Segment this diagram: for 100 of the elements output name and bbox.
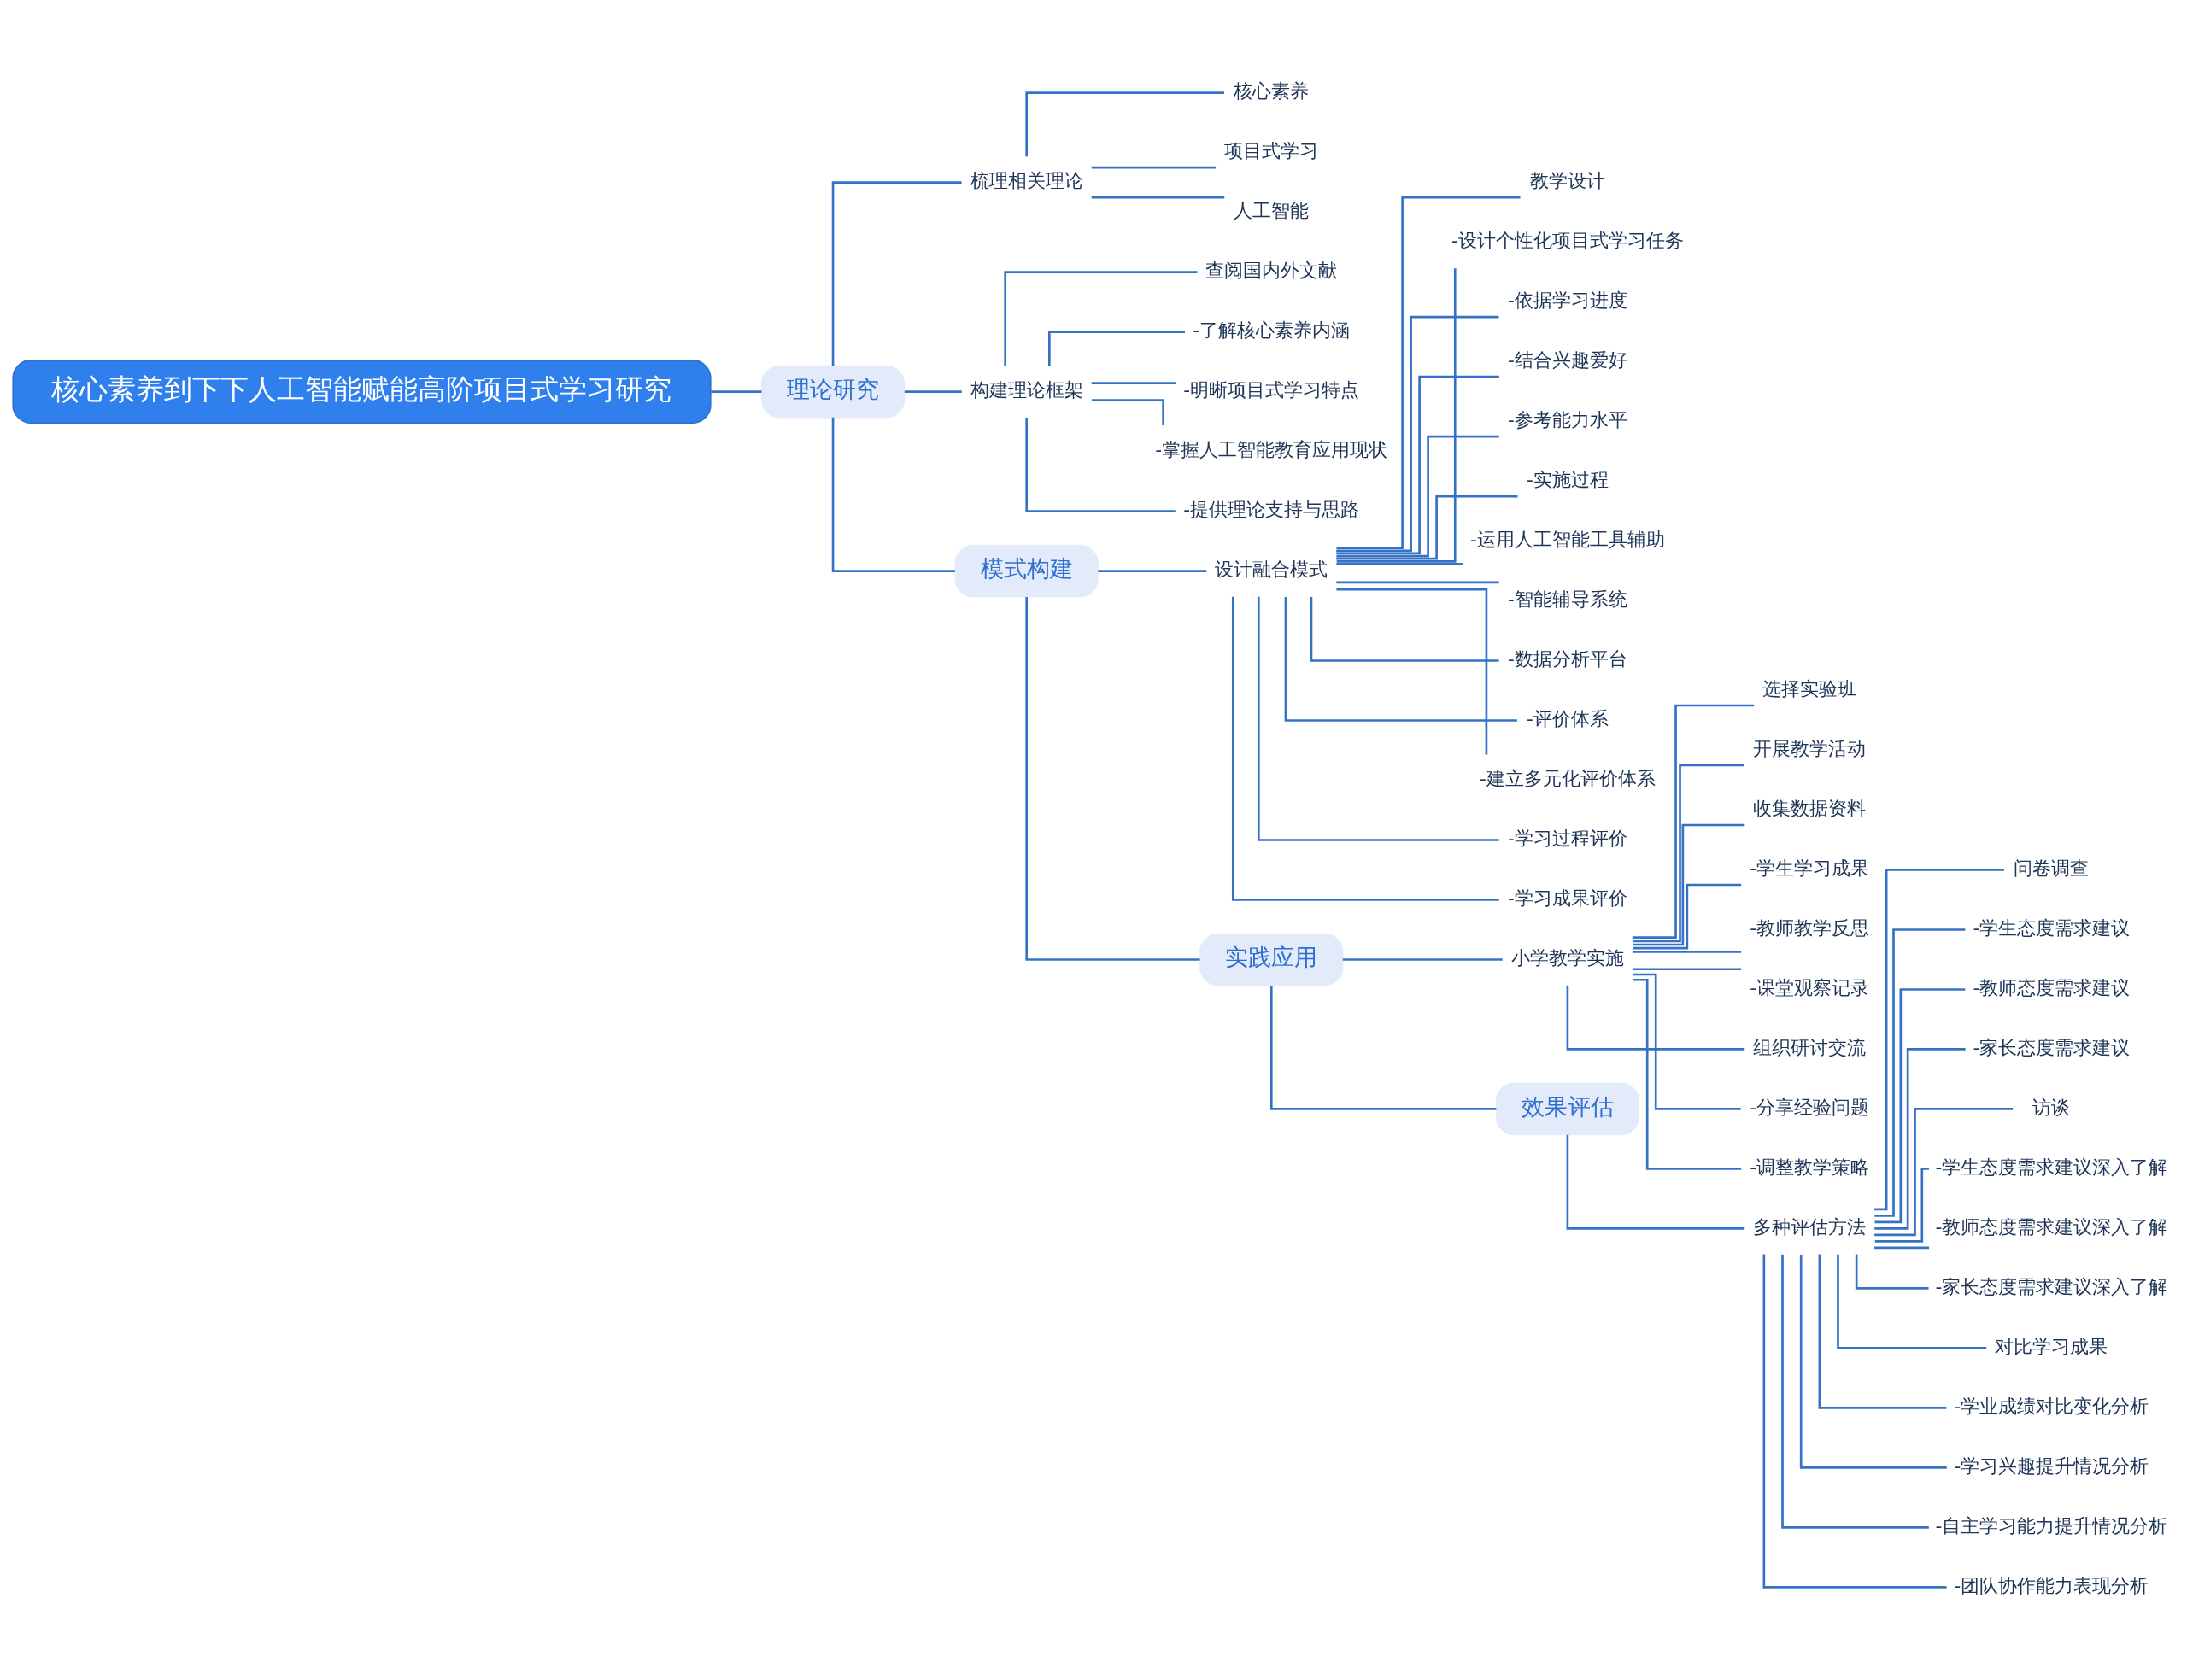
connector: [1874, 1048, 1966, 1230]
node-text: 人工智能: [1234, 200, 1310, 222]
connector: [1091, 196, 1225, 199]
node-text: 对比学习成果: [1995, 1336, 2108, 1358]
node-text: -参考能力水平: [1507, 409, 1627, 431]
node-text: -设计个性化项目式学习任务: [1451, 230, 1684, 252]
connector: [1284, 597, 1517, 722]
node-text: -运用人工智能工具辅助: [1469, 529, 1665, 551]
node-text: -学生态度需求建议: [1973, 917, 2131, 940]
connector: [1004, 271, 1198, 366]
node-text: -数据分析平台: [1507, 648, 1627, 670]
node-text: 教学设计: [1529, 170, 1605, 192]
node-text: -学生态度需求建议深入了解: [1935, 1156, 2168, 1179]
connector: [1874, 1108, 2014, 1237]
connector: [831, 181, 962, 366]
connector: [1025, 417, 1176, 512]
connector: [1874, 988, 1966, 1224]
connector: [1336, 196, 1521, 550]
node-text: -教师态度需求建议深入了解: [1935, 1216, 2168, 1238]
node-text: 梳理相关理论: [970, 170, 1083, 192]
node-text: -学生学习成果: [1750, 858, 1870, 880]
connector: [1632, 968, 1742, 971]
node-text: -了解核心素养内涵: [1193, 319, 1351, 342]
connector: [904, 390, 962, 393]
node-text: 开展教学活动: [1753, 738, 1867, 760]
connector: [1633, 978, 1742, 1170]
node-text: 设计融合模式: [1215, 559, 1328, 581]
connector: [1336, 563, 1463, 565]
node-text: -学习成果评价: [1507, 887, 1627, 910]
connector: [1048, 331, 1186, 366]
connector: [1257, 596, 1499, 841]
node-text: -自主学习能力提升情况分析: [1935, 1515, 2168, 1537]
node-text: -团队协作能力表现分析: [1954, 1575, 2149, 1597]
node-text: -教师教学反思: [1750, 917, 1870, 940]
connector: [1091, 166, 1217, 169]
connector: [1818, 1254, 1947, 1409]
connector: [1566, 1134, 1745, 1230]
connector: [1336, 435, 1499, 558]
node-text: -调整教学策略: [1750, 1156, 1870, 1179]
node-text: 组织研讨交流: [1753, 1037, 1867, 1059]
connector: [1336, 581, 1499, 584]
connector: [1799, 1254, 1947, 1469]
node-text: -学业成绩对比变化分析: [1954, 1396, 2149, 1418]
node-text: -智能辅导系统: [1507, 588, 1627, 611]
node-text: 多种评估方法: [1753, 1216, 1867, 1238]
node-text: 访谈: [2032, 1097, 2071, 1119]
node-text: -家长态度需求建议: [1973, 1037, 2131, 1059]
node-box: 实践应用: [1199, 933, 1344, 986]
connector: [1874, 928, 1966, 1217]
connector: [1025, 597, 1200, 961]
connector: [1633, 883, 1742, 950]
connector: [1632, 704, 1755, 939]
connector: [1269, 985, 1497, 1110]
connector: [1633, 823, 1745, 946]
node-text: 小学教学实施: [1510, 947, 1624, 969]
connector: [1091, 382, 1176, 384]
connector: [831, 417, 955, 572]
connector: [1336, 375, 1499, 555]
node-box: 模式构建: [954, 544, 1099, 598]
node-text: 问卷调查: [2014, 858, 2090, 880]
connector: [1091, 399, 1164, 425]
connector: [1342, 958, 1503, 961]
connector: [1025, 91, 1225, 157]
connector: [1336, 495, 1518, 560]
node-text: -家长态度需求建议深入了解: [1935, 1276, 2168, 1298]
node-text: 核心素养: [1234, 80, 1310, 102]
node-text: -明晰项目式学习特点: [1183, 379, 1360, 401]
connector: [1633, 973, 1741, 1110]
connector: [1098, 570, 1207, 572]
node-text: -建立多元化评价体系: [1479, 768, 1656, 790]
connector: [1874, 1168, 1929, 1243]
node-text: -掌握人工智能教育应用现状: [1155, 439, 1388, 461]
node-text: -学习过程评价: [1507, 828, 1627, 850]
connector: [1310, 596, 1499, 662]
node-text: -学习兴趣提升情况分析: [1954, 1455, 2149, 1478]
connector: [1762, 1254, 1947, 1589]
connector: [711, 390, 762, 393]
connector: [1837, 1254, 1987, 1349]
connector: [1566, 985, 1745, 1051]
node-box: 核心素养到下下人工智能赋能高阶项目式学习研究: [12, 360, 712, 424]
connector: [1874, 1246, 1930, 1250]
connector: [1231, 596, 1499, 901]
connector: [1855, 1254, 1929, 1290]
connector: [1336, 588, 1488, 755]
node-text: -依据学习进度: [1507, 290, 1627, 312]
node-text: -教师态度需求建议: [1973, 977, 2131, 999]
node-text: -结合兴趣爱好: [1507, 349, 1627, 372]
node-text: 收集数据资料: [1753, 798, 1867, 820]
connector: [1781, 1254, 1929, 1529]
connector: [1874, 869, 2005, 1211]
node-text: 项目式学习: [1224, 140, 1319, 162]
node-text: -课堂观察记录: [1750, 977, 1870, 999]
node-text: 查阅国内外文献: [1205, 260, 1338, 282]
node-text: 选择实验班: [1762, 678, 1857, 700]
node-box: 理论研究: [760, 365, 906, 419]
connector: [1633, 764, 1744, 943]
node-text: -分享经验问题: [1750, 1097, 1870, 1119]
connector: [1632, 950, 1742, 953]
node-box: 效果评估: [1495, 1082, 1640, 1136]
node-text: -实施过程: [1526, 469, 1609, 491]
